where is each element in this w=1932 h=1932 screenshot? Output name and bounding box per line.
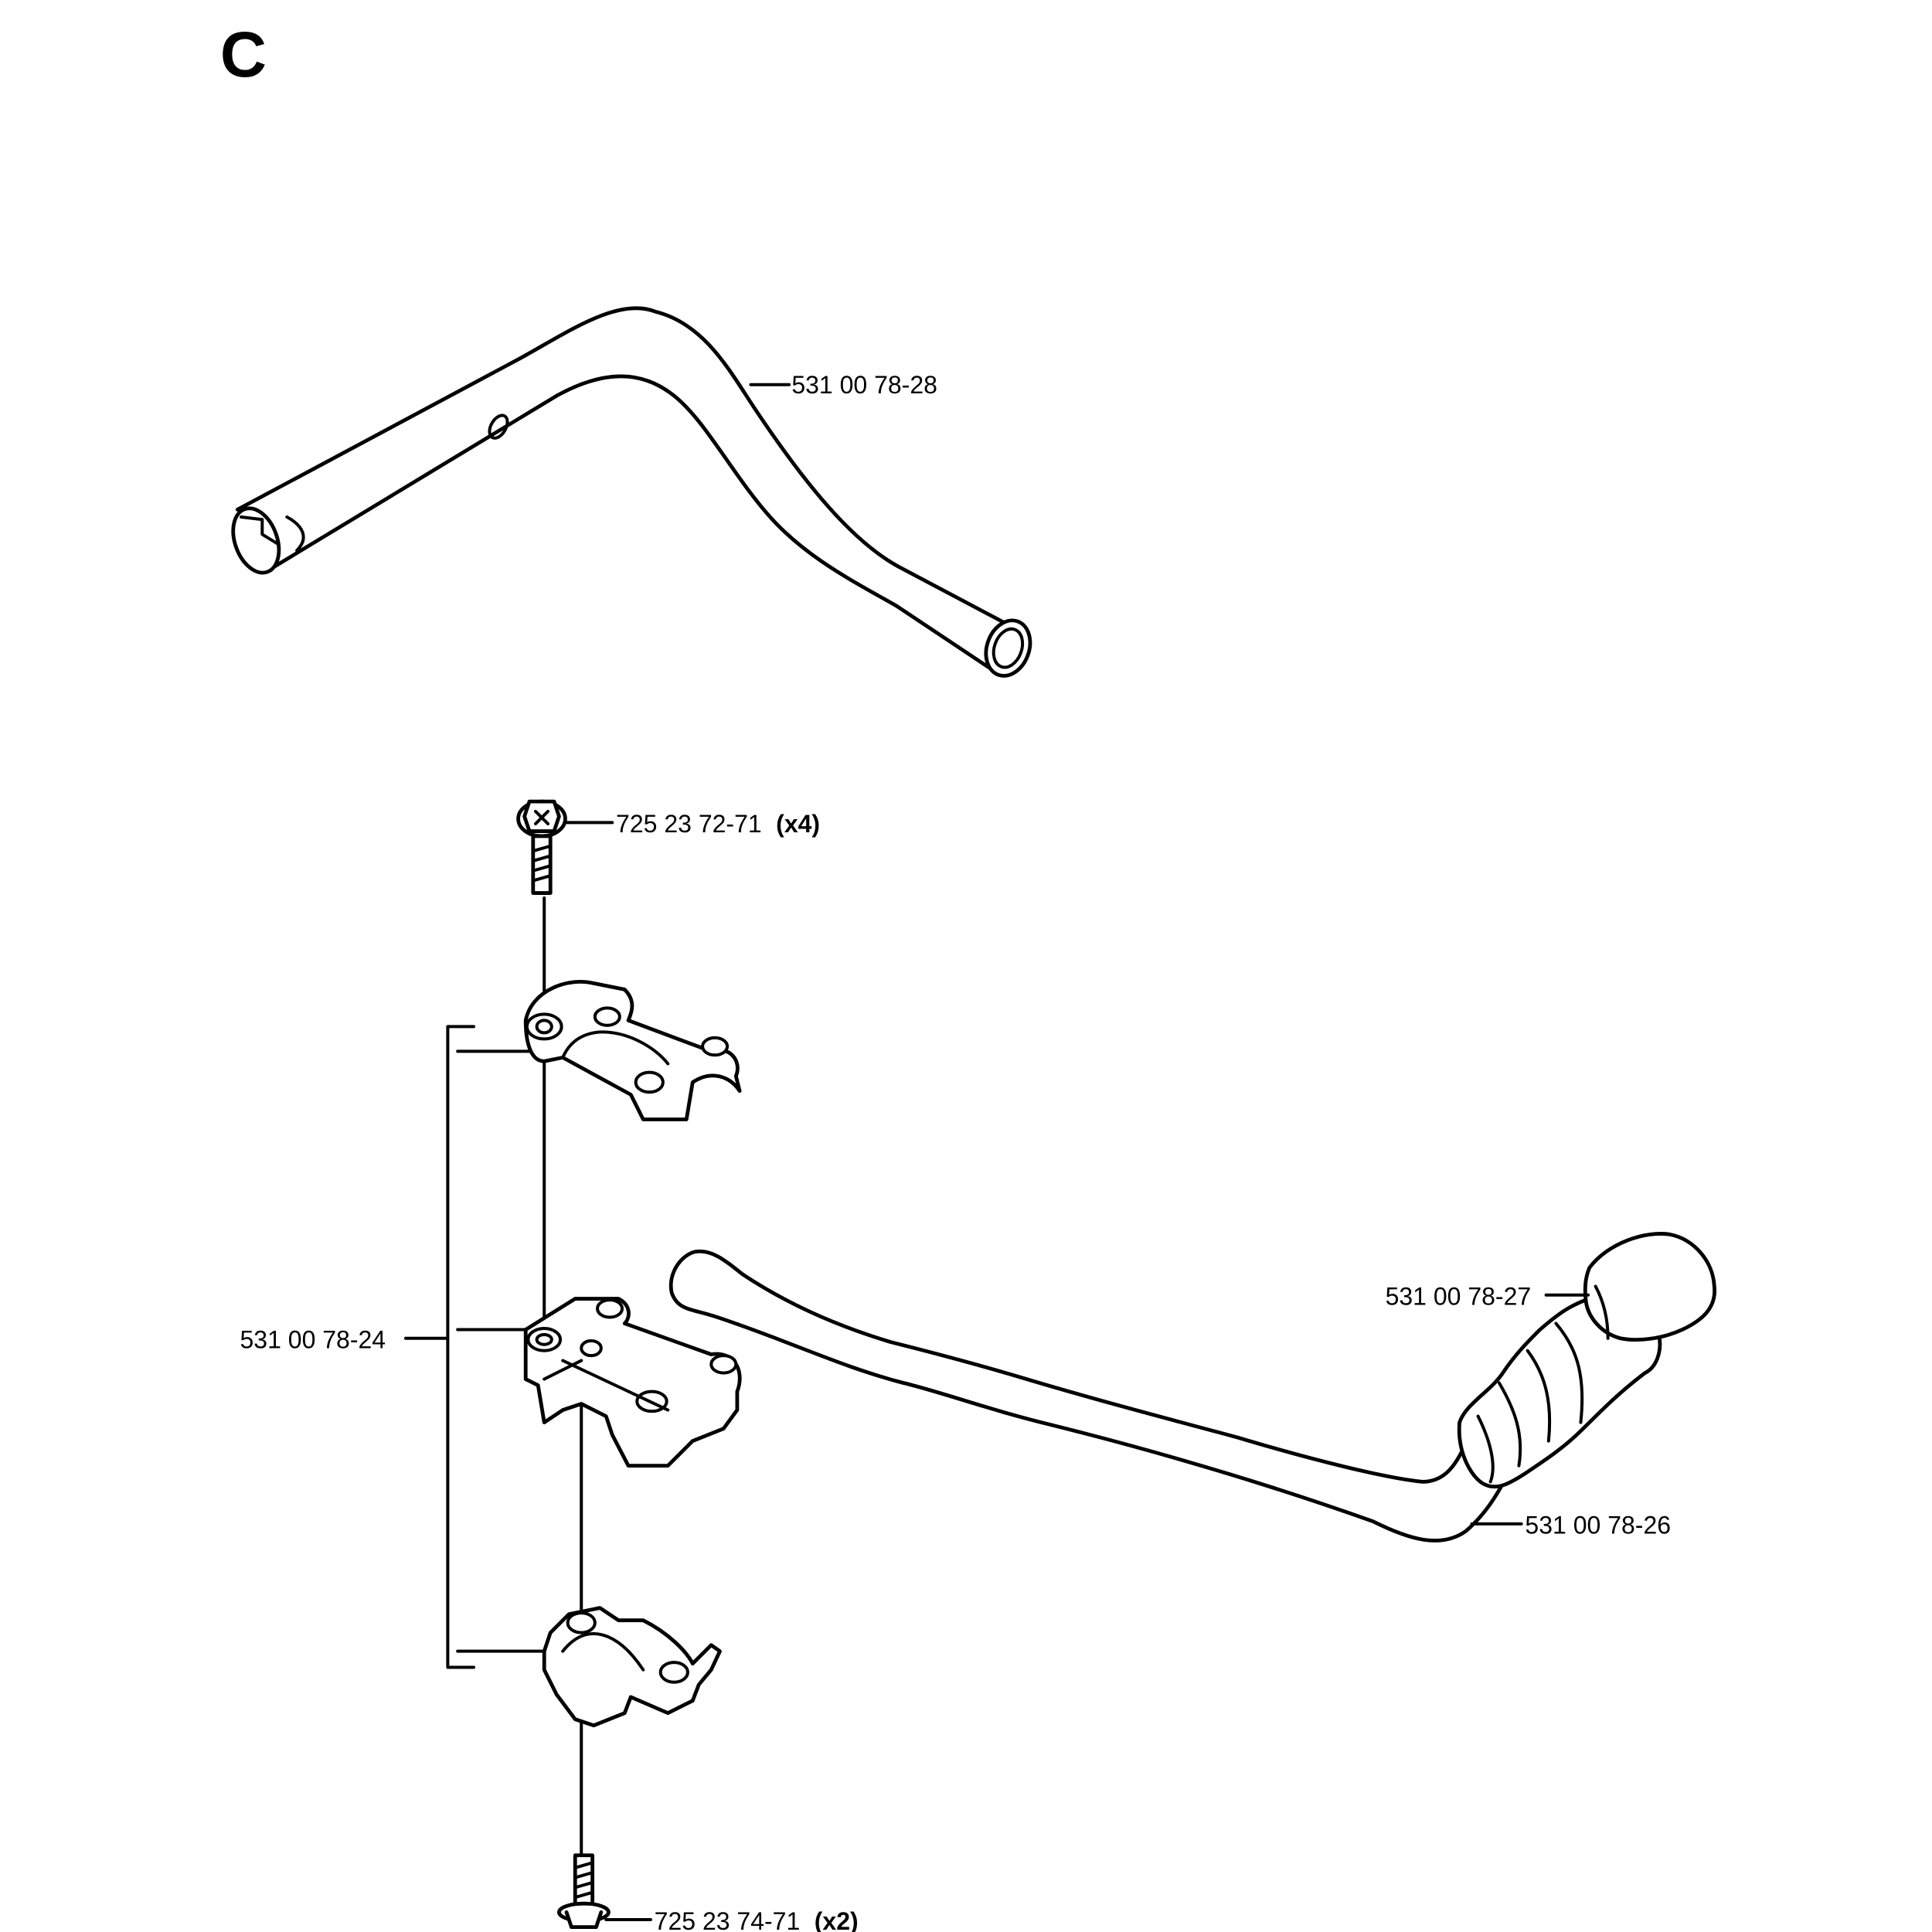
clamp-top[interactable] [523,980,742,1121]
handle-grip[interactable] [1457,1232,1716,1489]
label-clamp-set: 531 00 78-24 [240,1326,386,1354]
screw-bottom[interactable] [557,1853,611,1929]
upper-handle-tube[interactable] [225,306,1038,682]
screw-top[interactable] [516,799,567,895]
label-screw-top: 725 23 72-71 (x4) [616,810,820,838]
lower-handle-tube[interactable] [668,1249,1512,1543]
label-screw-bottom: 725 23 74-71 (x2) [655,1907,859,1932]
clamp-set-bracket [403,1025,546,1669]
clamp-middle[interactable] [523,1297,742,1468]
label-screw-bottom-qty: (x2) [815,1907,859,1932]
clamp-bottom[interactable] [542,1606,722,1728]
label-screw-bottom-number: 725 23 74-71 [655,1907,801,1932]
label-grip: 531 00 78-27 [1386,1283,1532,1311]
label-screw-top-qty: (x4) [776,810,820,838]
label-upper-handle: 531 00 78-28 [791,371,937,399]
section-letter: C [220,19,267,90]
label-screw-top-number: 725 23 72-71 [616,810,762,838]
label-lower-handle: 531 00 78-26 [1525,1512,1671,1539]
